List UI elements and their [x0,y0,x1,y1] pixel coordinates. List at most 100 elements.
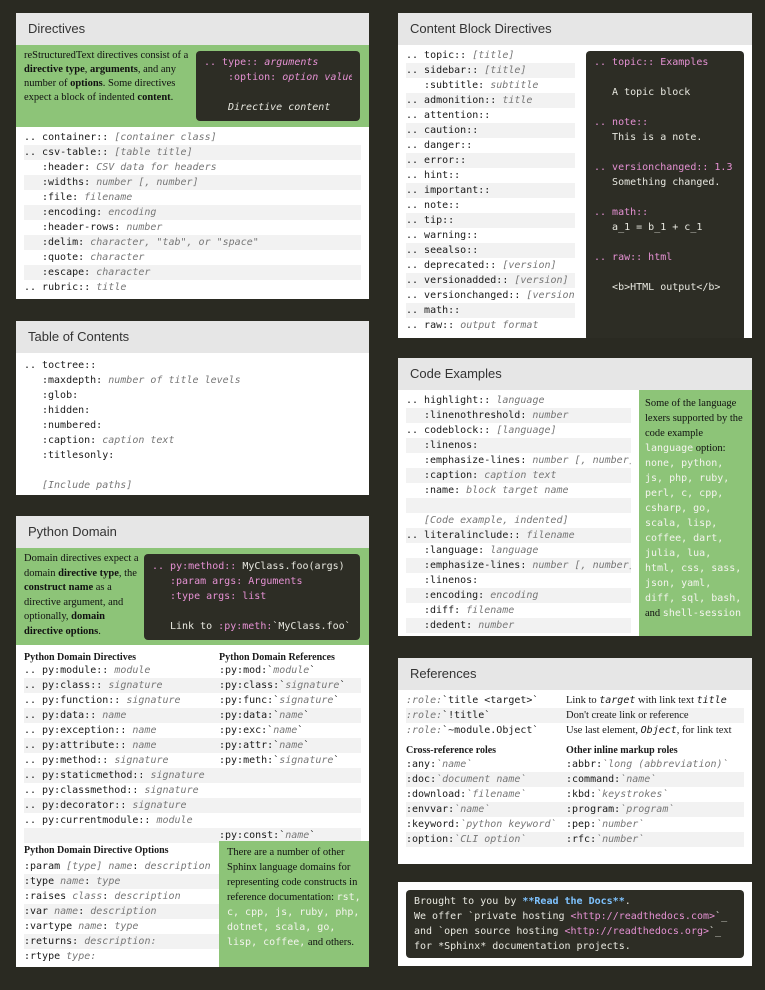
inline-markup-role: :command:`name` [566,772,656,787]
list-item: :maxdepth: number of title levels [24,373,361,388]
python-intro-panel: Domain directives expect a domain direct… [16,548,369,645]
reference-target: name [279,710,304,721]
directive-argument: number [478,620,515,631]
directive-argument: signature [150,770,205,781]
list-item: .. topic:: [title] [406,48,575,63]
directive-name: .. danger:: [406,140,473,151]
role-syntax: :role:`title <target>` [406,693,566,708]
directive-argument: [Include paths] [42,480,133,491]
code-directive: .. note:: [594,117,649,128]
list-item: :linenos: [406,438,631,453]
role-syntax: :role:`~module.Object` [406,723,566,738]
option-separator: : [132,861,139,872]
directive-name: .. py:module:: [24,665,109,676]
list-item: :widths: number [, number] [24,175,361,190]
directive-argument: number [126,222,163,233]
directive-name: .. py:class:: [24,680,103,691]
content-block-code-sample: .. topic:: Examples A topic block .. not… [586,51,744,338]
python-reference: :py:class:`signature` [219,680,346,691]
list-item: .. highlight:: language [406,393,631,408]
directive-argument: signature [114,755,169,766]
list-item: .. csv-table:: [table title] [24,145,361,160]
directive-argument: output format [460,320,539,331]
toc-list: .. toctree:: :maxdepth: number of title … [16,353,369,493]
directive-argument: filename [526,530,575,541]
list-item: :subtitle: subtitle [406,78,575,93]
option-type: [type] [66,861,103,872]
role-target: `!title` [442,710,491,721]
role-description: Don't create link or reference [566,710,689,721]
role-name: :doc: [406,774,437,785]
list-item: .. rubric:: title [24,280,361,295]
role-target: `~module.Object` [442,725,539,736]
list-item: .. sidebar:: [title] [406,63,575,78]
directive-argument: [version] [526,290,575,301]
table-row: .. py:classmethod:: signature [24,783,361,798]
references-title: References [398,658,752,690]
references-roles-table: :any:`name`:abbr:`long (abbreviation)`:d… [398,756,752,847]
role-target: `number` [596,834,645,845]
role-target: `long (abbreviation)` [602,759,729,770]
list-item: .. tip:: [406,213,575,228]
cross-reference-role: :envvar:`name` [406,802,566,817]
table-row: .. py:exception:: name:py:exc:`name` [24,723,361,738]
list-item: .. error:: [406,153,575,168]
list-item: .. important:: [406,183,575,198]
role-target: `filename` [466,789,527,800]
code-content: This is a note. [594,132,703,143]
list-item: :glob: [24,388,361,403]
python-domain-title: Python Domain [16,516,369,548]
directive-name: .. py:method:: [24,755,109,766]
list-item: :escape: character [24,265,361,280]
content-block-title: Content Block Directives [398,13,752,45]
option-description: type: [66,951,97,962]
table-row: :py:const:`name` [24,828,361,843]
reference-target: name [279,740,304,751]
python-reference: :py:const:`name` [219,830,316,841]
directive-name: .. versionadded:: [406,275,509,286]
list-item: :linenothreshold: number [406,408,631,423]
directive-name: .. math:: [406,305,461,316]
directive-argument: subtitle [490,80,539,91]
directive-name: :linenos: [424,575,479,586]
role-name: :envvar: [406,804,455,815]
code-line [594,100,736,115]
role-description: Link to target with link text title [566,695,727,706]
directive-name: .. warning:: [406,230,479,241]
python-directive: .. py:currentmodule:: module [24,813,219,828]
directive-argument: signature [108,680,163,691]
directive-argument: CSV data for headers [96,162,217,173]
list-item: .. raw:: output format [406,318,575,333]
inline-markup-role: :kbd:`keystrokes` [566,787,668,802]
list-item: :var name: description [24,904,219,919]
directive-argument: [version] [502,260,557,271]
role-name: :keyword: [406,819,461,830]
directive-name: .. py:attribute:: [24,740,127,751]
code-line: .. raw:: html [594,250,736,265]
cross-reference-heading: Cross-reference roles [406,745,497,756]
list-item: :hidden: [24,403,361,418]
role-target: `program` [620,804,675,815]
code-line: .. versionchanged:: 1.3 [594,160,736,175]
role-name: :role: [406,710,443,721]
list-item: :dedent: number [406,618,631,633]
reference-target: signature [279,755,334,766]
role-name: :option: [406,834,455,845]
readthedocs-com-link[interactable]: <http://readthedocs.com> [570,911,716,922]
directives-intro-text: reStructuredText directives consist of a… [24,50,189,103]
list-item: :caption: caption text [406,468,631,483]
read-the-docs-link[interactable]: **Read the Docs** [522,896,625,907]
directive-argument: [title] [472,50,515,61]
directive-name: :language: [424,545,485,556]
option-field: name [54,906,79,917]
toc-title: Table of Contents [16,321,369,353]
code-examples-card: Code Examples .. highlight:: language:li… [398,358,752,636]
role-target: `name` [620,774,657,785]
toc-card: Table of Contents .. toctree:: :maxdepth… [16,321,369,495]
readthedocs-org-link[interactable]: <http://readthedocs.org> [564,926,710,937]
directive-name: .. tip:: [406,215,455,226]
code-line: .. note:: [594,115,736,130]
python-domain-card: Python Domain Domain directives expect a… [16,516,369,967]
references-card: References :role:`title <target>`Link to… [398,658,752,864]
directive-argument: character, "tab", or "space" [90,237,259,248]
